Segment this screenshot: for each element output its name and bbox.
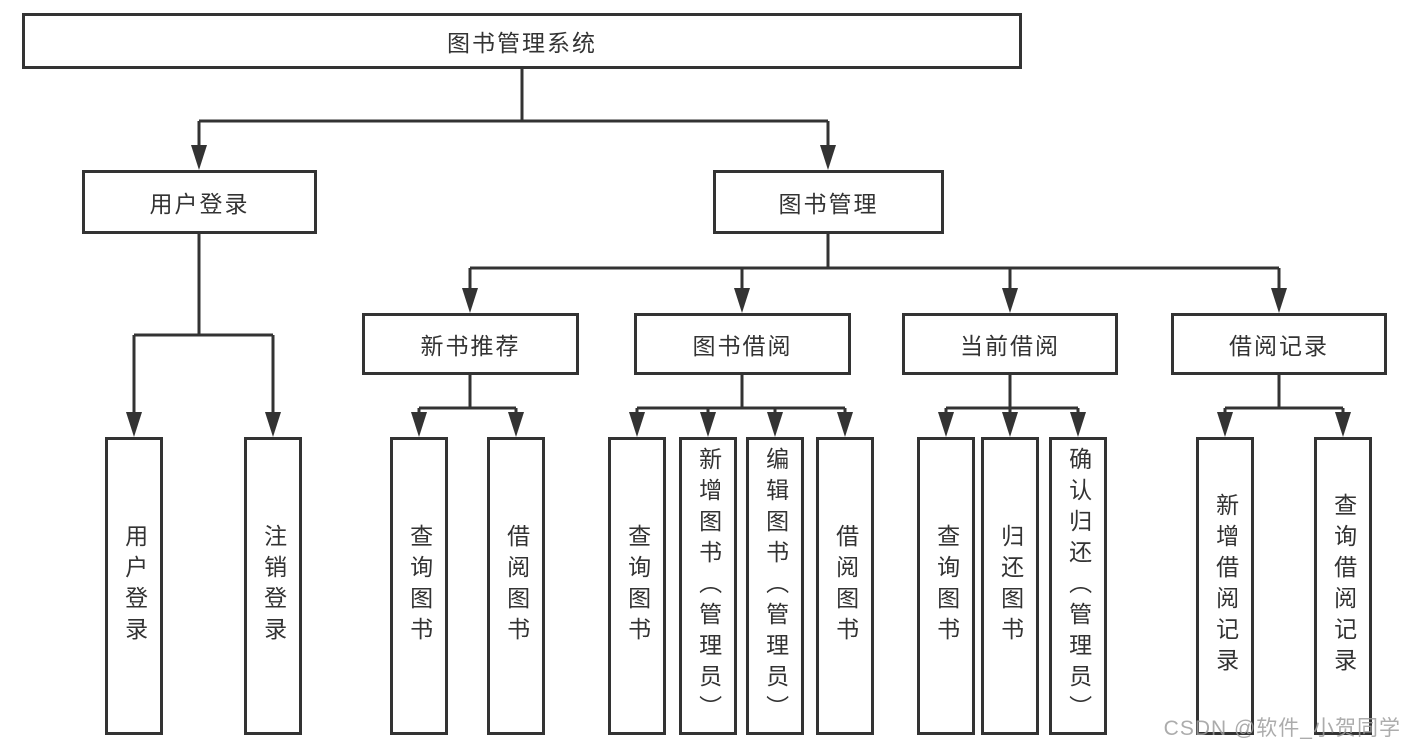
leaf-borrow-books: 借阅图书 (816, 437, 874, 735)
node-new-book-recommendation: 新书推荐 (362, 313, 579, 375)
node-label: 当前借阅 (960, 333, 1060, 359)
arrowhead-down (126, 412, 142, 437)
leaf-add-book-admin: 新增图书（管理员） (679, 437, 737, 735)
node-label: 新增借阅记录 (1212, 493, 1239, 679)
node-current-borrowing: 当前借阅 (902, 313, 1118, 375)
leaf-add-borrow-record: 新增借阅记录 (1196, 437, 1254, 735)
arrowhead-down (508, 412, 524, 437)
arrowhead-down (1271, 288, 1287, 313)
leaf-confirm-return-admin: 确认归还（管理员） (1049, 437, 1107, 735)
node-label: 注销登录 (260, 524, 287, 648)
node-label: 归还图书 (997, 524, 1024, 648)
arrowhead-down (734, 288, 750, 313)
watermark: CSDN @软件_小贺同学 (1163, 717, 1401, 740)
node-book-borrowing: 图书借阅 (634, 313, 851, 375)
arrowhead-down (1002, 288, 1018, 313)
arrowhead-down (462, 288, 478, 313)
arrowhead-down (411, 412, 427, 437)
leaf-borrow-books-recommend: 借阅图书 (487, 437, 545, 735)
arrowhead-down (191, 145, 207, 170)
node-label: 查询借阅记录 (1330, 493, 1357, 679)
arrowhead-down (820, 145, 836, 170)
leaf-edit-book-admin: 编辑图书（管理员） (746, 437, 804, 735)
node-label: 图书管理 (778, 191, 879, 217)
node-label: 查询图书 (624, 524, 651, 648)
leaf-user-login: 用户登录 (105, 437, 163, 735)
leaf-query-books-borrowing: 查询图书 (608, 437, 666, 735)
arrowhead-down (629, 412, 645, 437)
arrowhead-down (1002, 412, 1018, 437)
leaf-query-books-recommend: 查询图书 (390, 437, 448, 735)
leaf-query-borrow-record: 查询借阅记录 (1314, 437, 1372, 735)
node-label: 确认归还（管理员） (1065, 446, 1092, 726)
node-label: 用户登录 (149, 191, 250, 217)
node-label: 查询图书 (406, 524, 433, 648)
node-book-management: 图书管理 (713, 170, 944, 234)
arrowhead-down (700, 412, 716, 437)
node-label: 图书借阅 (692, 333, 793, 359)
arrowhead-down (265, 412, 281, 437)
node-label: 借阅记录 (1229, 333, 1329, 359)
leaf-return-books: 归还图书 (981, 437, 1039, 735)
node-borrowing-records: 借阅记录 (1171, 313, 1387, 375)
arrowhead-down (1070, 412, 1086, 437)
arrowhead-down (938, 412, 954, 437)
arrowhead-down (1217, 412, 1233, 437)
node-label: 图书管理系统 (447, 30, 597, 56)
node-label: 用户登录 (121, 524, 148, 648)
node-library-management-system: 图书管理系统 (22, 13, 1022, 69)
node-label: 查询图书 (933, 524, 960, 648)
arrowhead-down (1335, 412, 1351, 437)
leaf-query-books-current: 查询图书 (917, 437, 975, 735)
arrowhead-down (767, 412, 783, 437)
arrowhead-down (837, 412, 853, 437)
node-label: 借阅图书 (832, 524, 859, 648)
node-label: 新书推荐 (420, 333, 521, 359)
leaf-logout: 注销登录 (244, 437, 302, 735)
node-label: 编辑图书（管理员） (762, 446, 789, 726)
node-label: 新增图书（管理员） (695, 446, 722, 726)
node-label: 借阅图书 (503, 524, 530, 648)
node-user-login: 用户登录 (82, 170, 317, 234)
